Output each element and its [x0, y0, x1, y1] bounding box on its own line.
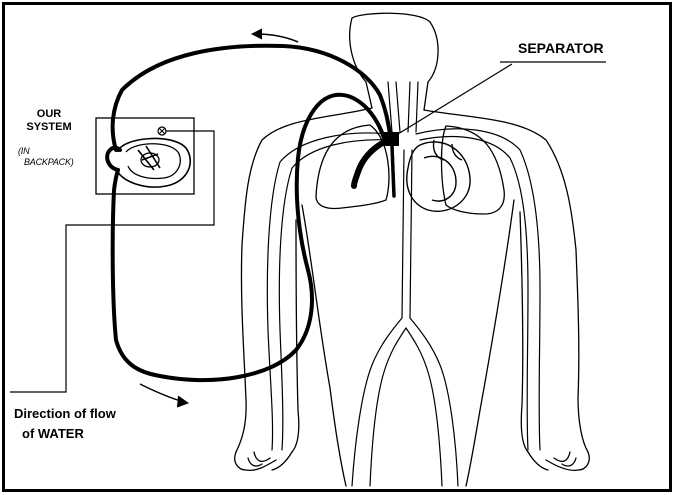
- water-tube-loop: [107, 46, 390, 380]
- flow-direction-label: Direction of flow of WATER: [14, 404, 116, 444]
- separator-leader-line: [398, 62, 606, 134]
- backpack-label-line1: (IN: [18, 146, 74, 157]
- blood-vessels: [267, 82, 540, 486]
- backpack-label: (IN BACKPACK): [18, 146, 74, 168]
- separator-label: SEPARATOR: [518, 40, 604, 56]
- system-label-line1: OUR: [4, 108, 94, 121]
- flow-direction-line1: Direction of flow: [14, 404, 116, 424]
- separator-device: [354, 132, 399, 196]
- flow-arrow-top: [252, 29, 298, 42]
- lungs: [316, 125, 504, 214]
- backpack-label-line2: BACKPACK): [18, 157, 74, 168]
- body-outline: [235, 13, 590, 486]
- flow-arrow-bottom: [140, 384, 188, 407]
- flow-direction-line2: of WATER: [14, 424, 116, 444]
- heart: [407, 140, 470, 211]
- system-label: OUR SYSTEM: [4, 108, 94, 134]
- system-label-line2: SYSTEM: [4, 121, 94, 134]
